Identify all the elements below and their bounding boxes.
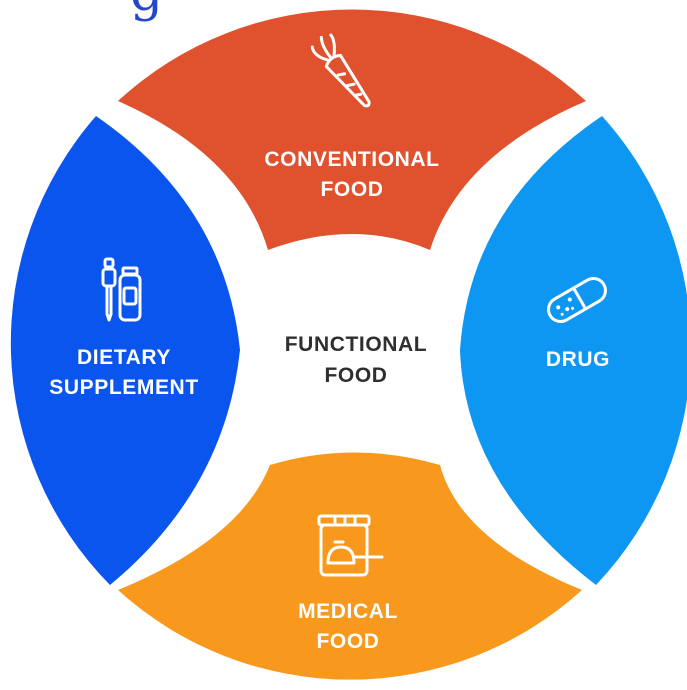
segment-medical-food-line2: FOOD: [316, 630, 379, 653]
segment-conventional-food-line2: FOOD: [320, 178, 383, 201]
segment-medical-food-shape: [118, 452, 582, 680]
center-functional-food: FUNCTIONAL FOOD: [285, 333, 427, 387]
capsule-icon: [547, 277, 607, 323]
segment-drug: DRUG: [460, 116, 687, 585]
segment-conventional-food-shape: [118, 9, 586, 250]
segment-dietary-supplement: DIETARY SUPPLEMENT: [10, 116, 241, 585]
formula-jar-icon: [317, 514, 384, 577]
segment-dietary-supplement-line1: DIETARY: [77, 346, 171, 369]
segment-medical-food: MEDICAL FOOD: [118, 452, 582, 680]
segment-dietary-supplement-shape: [10, 116, 241, 585]
segment-dietary-supplement-line2: SUPPLEMENT: [49, 376, 199, 399]
segment-drug-line1: DRUG: [546, 348, 610, 371]
supplement-bottle-icon: [101, 257, 142, 322]
carrot-icon: [310, 33, 371, 108]
segment-drug-shape: [460, 116, 687, 585]
segment-conventional-food-line1: CONVENTIONAL: [264, 148, 439, 171]
cropped-heading-fragment: g: [130, 0, 163, 23]
center-label-line1: FUNCTIONAL: [285, 333, 427, 356]
segment-conventional-food: CONVENTIONAL FOOD: [118, 9, 586, 250]
segment-medical-food-line1: MEDICAL: [298, 600, 398, 623]
center-label-line2: FOOD: [324, 364, 387, 387]
